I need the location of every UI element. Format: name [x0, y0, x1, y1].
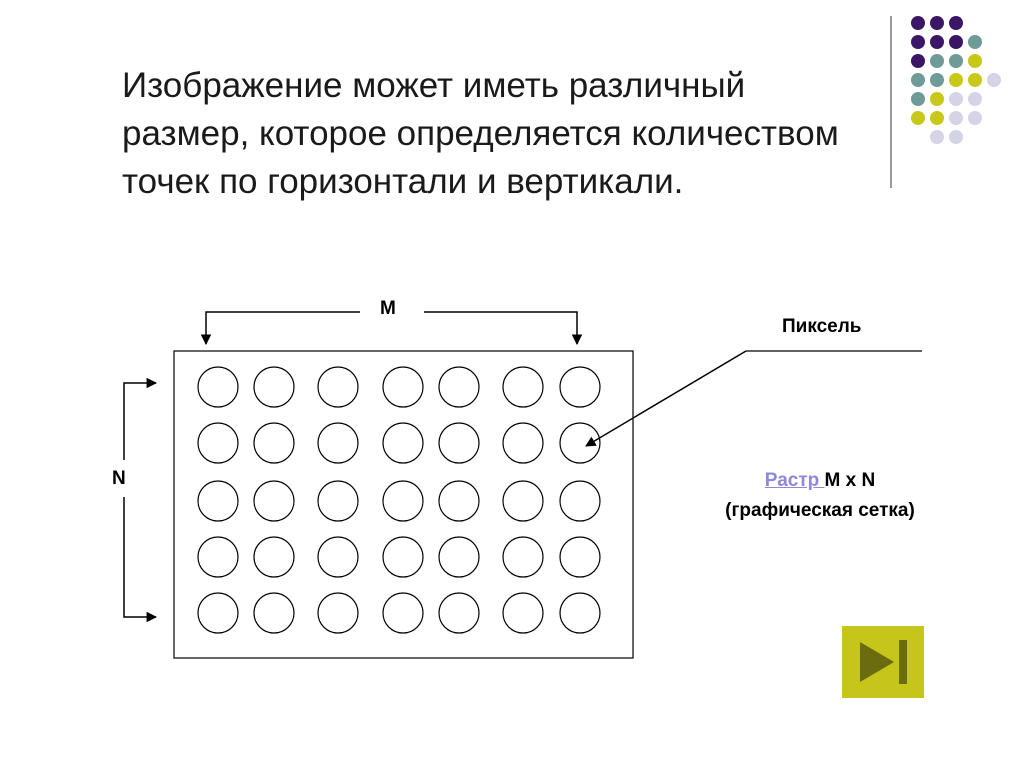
- pixel-circle: [253, 592, 295, 634]
- decorative-dot: [930, 73, 944, 87]
- pixel-circle: [559, 422, 601, 464]
- pixel-circle: [438, 536, 480, 578]
- m-dimension-bracket-right: [424, 311, 583, 346]
- raster-dimensions: M x N: [824, 470, 876, 491]
- pixel-circle: [317, 536, 359, 578]
- pixel-circle: [438, 366, 480, 408]
- decorative-dot: [949, 54, 963, 68]
- slide-body-text: Изображение может иметь различный размер…: [122, 66, 839, 201]
- decorative-dot: [968, 54, 982, 68]
- pixel-circle: [559, 592, 601, 634]
- pixel-grid: [197, 366, 601, 634]
- decorative-dot: [930, 54, 944, 68]
- decorative-divider: [890, 16, 892, 188]
- decorative-dot: [968, 35, 982, 49]
- pixel-circle: [253, 480, 295, 522]
- pixel-circle: [438, 592, 480, 634]
- pixel-circle: [502, 422, 544, 464]
- n-dimension-label: N: [112, 468, 126, 489]
- pixel-label: Пиксель: [782, 316, 862, 337]
- decorative-dot: [911, 111, 925, 125]
- decorative-dot: [949, 16, 963, 30]
- pixel-circle: [317, 480, 359, 522]
- skip-forward-icon: [860, 640, 907, 684]
- pixel-circle: [438, 480, 480, 522]
- decorative-dot: [949, 73, 963, 87]
- m-dimension-label: M: [380, 298, 396, 319]
- pixel-circle: [502, 536, 544, 578]
- pixel-circle: [559, 366, 601, 408]
- pixel-circle: [382, 536, 424, 578]
- n-dimension-bracket-bottom: [123, 497, 158, 623]
- raster-caption: Растр M x N (графическая сетка): [680, 466, 960, 526]
- pixel-circle: [382, 480, 424, 522]
- pixel-pointer-arrow: [585, 350, 747, 447]
- decorative-dot: [930, 35, 944, 49]
- pixel-circle: [382, 366, 424, 408]
- decorative-dot: [911, 16, 925, 30]
- pixel-circle: [382, 422, 424, 464]
- decorative-dot: [949, 35, 963, 49]
- raster-caption-line1: Растр M x N: [680, 466, 960, 496]
- decorative-dot: [930, 130, 944, 144]
- pixel-circle: [197, 592, 239, 634]
- pixel-circle: [317, 422, 359, 464]
- pixel-circle: [502, 366, 544, 408]
- pixel-circle: [317, 366, 359, 408]
- decorative-dot: [930, 16, 944, 30]
- next-slide-button[interactable]: [842, 626, 924, 698]
- pixel-circle: [438, 422, 480, 464]
- decorative-dot: [968, 111, 982, 125]
- decorative-dot: [911, 54, 925, 68]
- decorative-dot: [949, 92, 963, 106]
- pixel-circle: [253, 366, 295, 408]
- decorative-dot: [911, 35, 925, 49]
- m-dimension-bracket: [200, 311, 360, 346]
- pixel-circle: [197, 422, 239, 464]
- pixel-circle: [559, 480, 601, 522]
- decorative-dot: [911, 92, 925, 106]
- pixel-circle: [197, 366, 239, 408]
- raster-link[interactable]: Растр: [764, 470, 825, 491]
- raster-caption-line2: (графическая сетка): [725, 500, 915, 521]
- decorative-dot: [968, 92, 982, 106]
- pixel-circle: [502, 592, 544, 634]
- raster-grid-frame: [173, 350, 634, 659]
- decorative-dot: [911, 73, 925, 87]
- decorative-dot: [987, 73, 1001, 87]
- decorative-dot: [949, 111, 963, 125]
- decorative-dot: [930, 111, 944, 125]
- pixel-circle: [253, 536, 295, 578]
- decorative-dot: [968, 73, 982, 87]
- n-dimension-bracket-top: [123, 377, 158, 460]
- pixel-circle: [253, 422, 295, 464]
- pixel-circle: [382, 592, 424, 634]
- pixel-circle: [197, 480, 239, 522]
- pixel-circle: [197, 536, 239, 578]
- decorative-dot: [949, 130, 963, 144]
- pixel-circle: [502, 480, 544, 522]
- pixel-circle: [317, 592, 359, 634]
- decorative-dot: [930, 92, 944, 106]
- pixel-circle: [559, 536, 601, 578]
